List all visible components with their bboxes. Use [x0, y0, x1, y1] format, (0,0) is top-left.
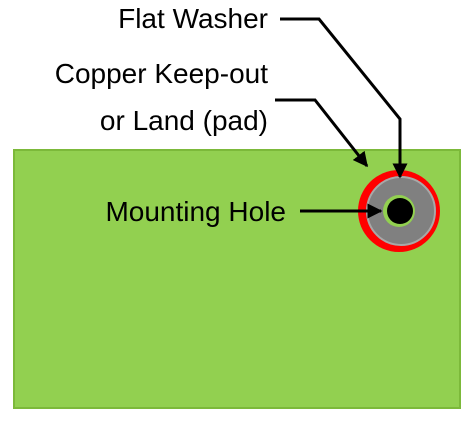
copper-keepout-leader	[275, 98, 369, 168]
mounting-hole-label: Mounting Hole	[105, 196, 286, 227]
copper-keepout-label-line2: or Land (pad)	[100, 105, 268, 136]
flat-washer-leader	[280, 17, 408, 179]
mounting-hole	[387, 198, 413, 224]
copper-keepout-label-line1: Copper Keep-out	[55, 58, 268, 89]
flat-washer-label: Flat Washer	[118, 3, 268, 34]
